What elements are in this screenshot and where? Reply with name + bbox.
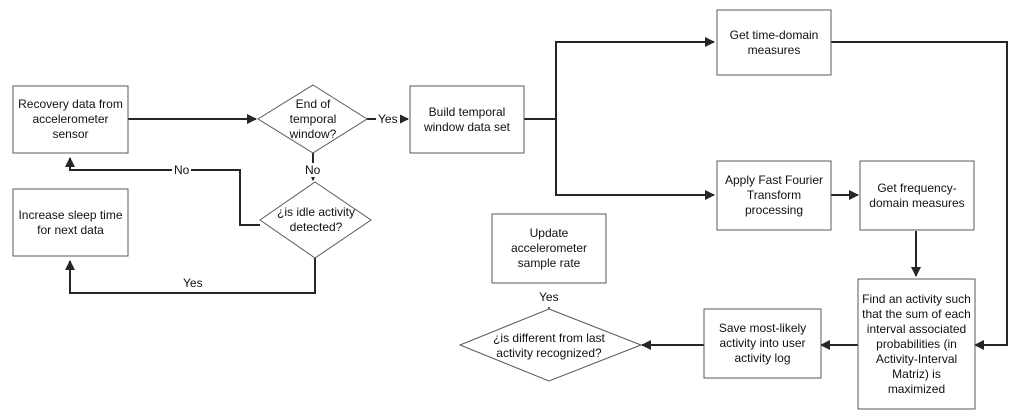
node-is-different-text: ¿is different from last activity recogni… bbox=[493, 331, 605, 360]
node-time-domain-text: Get time-domain measures bbox=[729, 27, 819, 57]
node-save-activity-text: Save most-likely activity into user acti… bbox=[718, 321, 807, 365]
edge-time-domain-to-find bbox=[831, 41, 1008, 350]
node-time-domain-box bbox=[716, 9, 832, 76]
node-build-window-box bbox=[409, 85, 525, 154]
node-recovery-box bbox=[12, 85, 129, 154]
node-is-different-diamond bbox=[458, 308, 643, 382]
node-fft-box bbox=[716, 160, 832, 231]
node-end-window-text: End of temporal window? bbox=[289, 96, 337, 141]
node-update-rate-box bbox=[491, 213, 607, 284]
node-build-window-text: Build temporal window data set bbox=[423, 104, 511, 134]
edge-label-end-yes: Yes bbox=[376, 112, 400, 126]
node-freq-domain-text: Get frequency-domain measures bbox=[869, 180, 965, 210]
node-idle-activity-diamond bbox=[259, 181, 372, 259]
node-update-rate-text: Update accelerometer sample rate bbox=[510, 226, 588, 270]
edge-build-to-fft bbox=[555, 119, 715, 200]
node-find-activity-text: Find an activity such that the sum of ea… bbox=[862, 291, 971, 396]
edge-idle-yes-to-increase bbox=[65, 258, 316, 294]
node-freq-domain-box bbox=[859, 160, 975, 231]
node-idle-activity-text: ¿is idle activity detected? bbox=[276, 205, 356, 234]
edge-label-end-no: No bbox=[303, 163, 323, 177]
node-end-window-diamond bbox=[257, 84, 368, 154]
edge-build-to-time-domain bbox=[524, 37, 715, 120]
node-save-activity-box bbox=[703, 308, 822, 379]
edge-label-diff-yes: Yes bbox=[537, 290, 561, 304]
node-increase-sleep-box bbox=[12, 188, 129, 257]
node-find-activity-box bbox=[857, 278, 976, 410]
edge-idle-no-to-recovery bbox=[65, 157, 260, 226]
node-fft-text: Apply Fast Fourier Transform processing bbox=[724, 173, 824, 217]
edge-label-idle-yes: Yes bbox=[181, 276, 205, 290]
edge-label-idle-no: No bbox=[172, 163, 192, 177]
node-increase-sleep-text: Increase sleep time for next data bbox=[18, 207, 123, 237]
node-recovery-text: Recovery data from accelerometer sensor bbox=[18, 97, 123, 141]
